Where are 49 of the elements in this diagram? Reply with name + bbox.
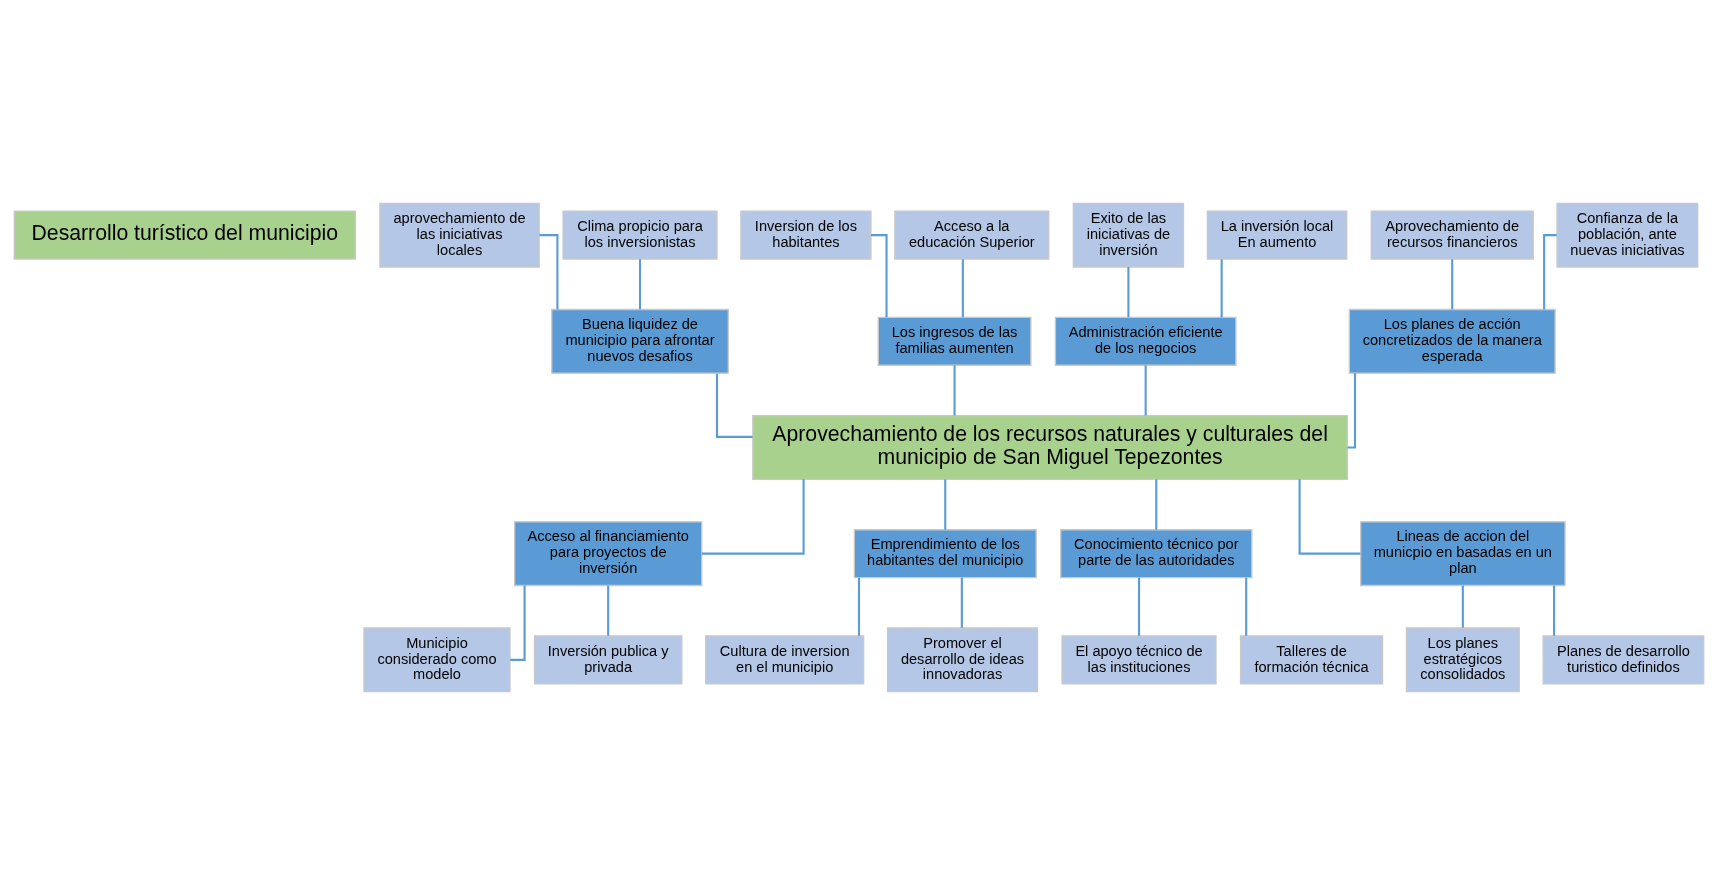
node-box: aprovechamiento de las iniciativas locales (379, 202, 540, 268)
connector (1298, 479, 1361, 555)
node-box: Desarrollo turístico del municipio (13, 210, 357, 260)
connector (871, 234, 888, 318)
connector (638, 259, 642, 310)
connector (701, 479, 805, 555)
node-box: Exito de las iniciativas de inversión (1072, 202, 1185, 268)
node-box: Aprovechamiento de los recursos naturales y culturales del municipio de San Miguel Tepezontes (752, 415, 1349, 480)
connector (857, 577, 861, 636)
node-box: Conocimiento técnico por parte de las autoridades (1060, 529, 1253, 579)
node-box: Talleres de formación técnica (1239, 635, 1384, 685)
node-box: Los planes estratégicos consolidados (1405, 627, 1520, 693)
node-box: El apoyo técnico de las instituciones (1061, 635, 1217, 685)
connector (1451, 259, 1454, 310)
node-box: Confianza de la población, ante nuevas iniciativas (1556, 202, 1699, 268)
node-box: Acceso al financiamiento para proyectos de inversión (513, 521, 703, 587)
connector (1144, 365, 1147, 416)
node-box: Administración eficiente de los negocios (1054, 316, 1237, 366)
node-box: Municipio considerado como modelo (363, 627, 511, 693)
connector (1127, 267, 1130, 318)
node-box: Los ingresos de las familias aumenten (877, 316, 1032, 366)
node-box: Los planes de acción concretizados de la manera esperada (1348, 308, 1556, 374)
connector (1461, 585, 1464, 628)
connector (607, 585, 610, 636)
connector (953, 365, 956, 416)
connector (1220, 259, 1223, 318)
node-box: Lineas de accion del municpio en basadas en un plan (1360, 521, 1566, 587)
connector (960, 577, 963, 628)
node-box: Aprovechamiento de recursos financieros (1370, 210, 1534, 260)
node-box: Planes de desarrollo turistico definidos (1542, 635, 1705, 685)
connector (1137, 577, 1141, 636)
node-box: Inversión publica y privada (533, 635, 683, 685)
node-box: La inversión local En aumento (1206, 210, 1348, 260)
node-box: Acceso a la educación Superior (894, 210, 1050, 260)
node-box: Inversion de los habitantes (740, 210, 872, 260)
node-box: Promover el desarrollo de ideas innovadoras (886, 627, 1039, 693)
node-box: Buena liquidez de municipio para afrontar nuevos desafios (551, 308, 729, 374)
connector (1245, 577, 1248, 636)
node-box: Emprendimiento de los habitantes del municipio (853, 529, 1037, 579)
connector (944, 479, 947, 530)
connector (539, 234, 559, 310)
node-box: Clima propicio para los inversionistas (562, 210, 718, 260)
connector (961, 259, 964, 318)
connector (1155, 479, 1158, 530)
connector (1543, 234, 1557, 310)
connector (510, 585, 526, 661)
connector (715, 373, 753, 438)
connector (1553, 585, 1556, 636)
node-box: Cultura de inversion en el municipio (705, 635, 865, 685)
